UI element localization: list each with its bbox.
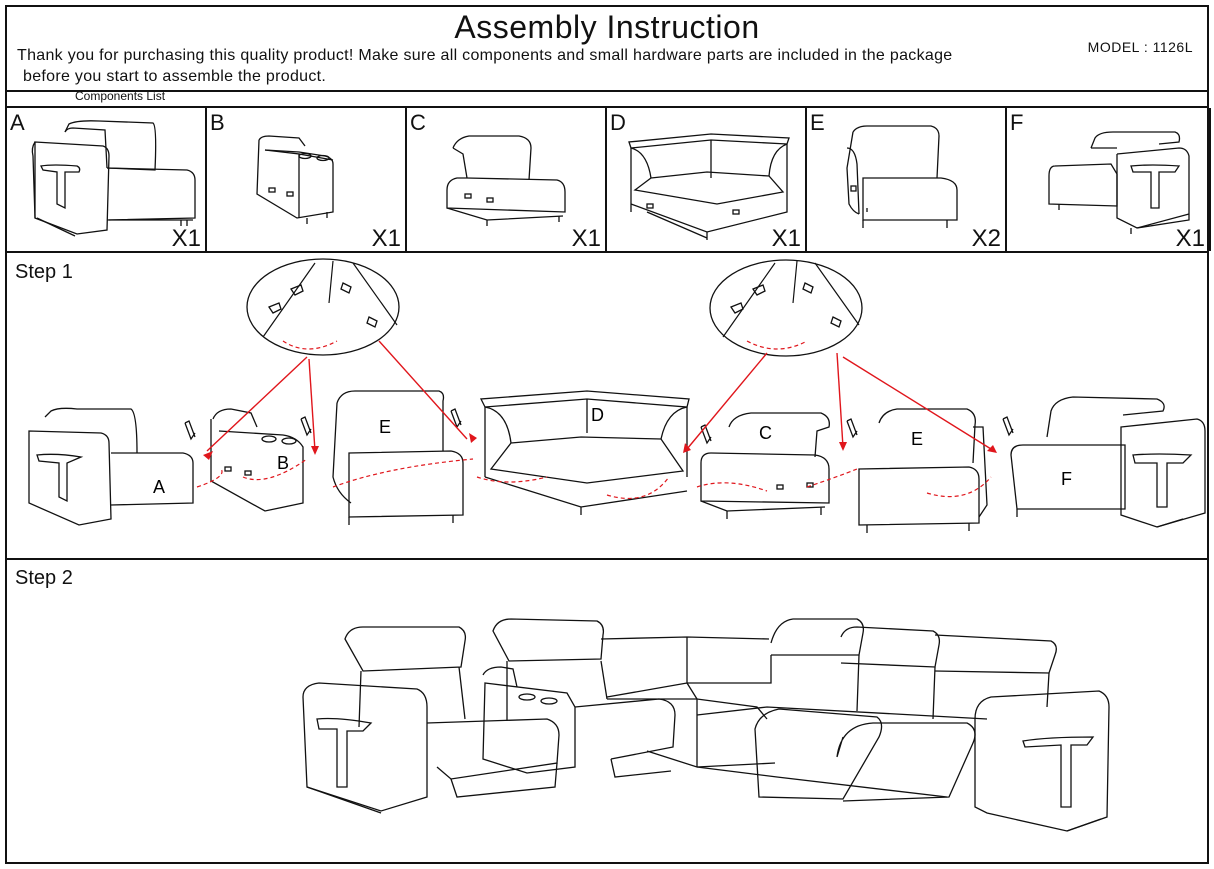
component-a-illustration <box>31 120 196 237</box>
step1-tag-d: D <box>591 405 604 425</box>
header-divider-bottom <box>7 106 1207 108</box>
component-letter: C <box>410 110 426 135</box>
component-quantity: X1 <box>171 225 201 252</box>
component-letter: F <box>1010 110 1024 135</box>
components-list-label: Components List <box>75 89 166 103</box>
step1-label: Step 1 <box>15 261 73 283</box>
component-quantity: X1 <box>771 225 801 252</box>
intro-line-1: Thank you for purchasing this quality pr… <box>17 47 953 64</box>
step1-tag-f: F <box>1061 469 1072 489</box>
component-f: F X1 <box>1007 108 1211 252</box>
components-divider <box>7 251 1207 253</box>
component-quantity: X1 <box>371 225 401 252</box>
step-divider <box>7 558 1207 560</box>
component-letter: D <box>610 110 626 135</box>
intro-text: Thank you for purchasing this quality pr… <box>17 45 952 87</box>
step2-label: Step 2 <box>15 567 73 589</box>
component-a: A X1 <box>7 108 207 252</box>
step1-tag-c: C <box>759 423 772 443</box>
component-letter: B <box>210 110 225 135</box>
instruction-sheet: Assembly Instruction MODEL : 1126L Thank… <box>5 5 1211 864</box>
component-c-illustration <box>446 135 566 226</box>
model-number: MODEL : 1126L <box>1087 39 1193 55</box>
page-title: Assembly Instruction <box>454 9 760 45</box>
component-e: E X2 <box>807 108 1007 252</box>
step1-tag-e2: E <box>911 429 923 449</box>
component-quantity: X2 <box>971 225 1001 252</box>
intro-line-2: before you start to assemble the product… <box>23 68 327 85</box>
component-quantity: X1 <box>1175 225 1205 252</box>
component-letter: A <box>10 110 25 135</box>
component-letter: E <box>810 110 825 135</box>
step2-assembled-sofa <box>302 618 1110 832</box>
component-quantity: X1 <box>571 225 601 252</box>
step1-tag-e: E <box>379 417 391 437</box>
header-divider-top <box>7 90 1207 92</box>
component-e-illustration <box>846 125 958 228</box>
step1-tag-b: B <box>277 453 289 473</box>
component-c: C X1 <box>407 108 607 252</box>
component-b: B X1 <box>207 108 407 252</box>
component-b-illustration <box>256 135 334 224</box>
component-d-illustration <box>628 133 790 240</box>
component-d: D X1 <box>607 108 807 252</box>
step1-diagram: A B E D C E F <box>28 258 1206 533</box>
component-f-illustration <box>1048 131 1190 234</box>
step1-tag-a: A <box>153 477 165 497</box>
